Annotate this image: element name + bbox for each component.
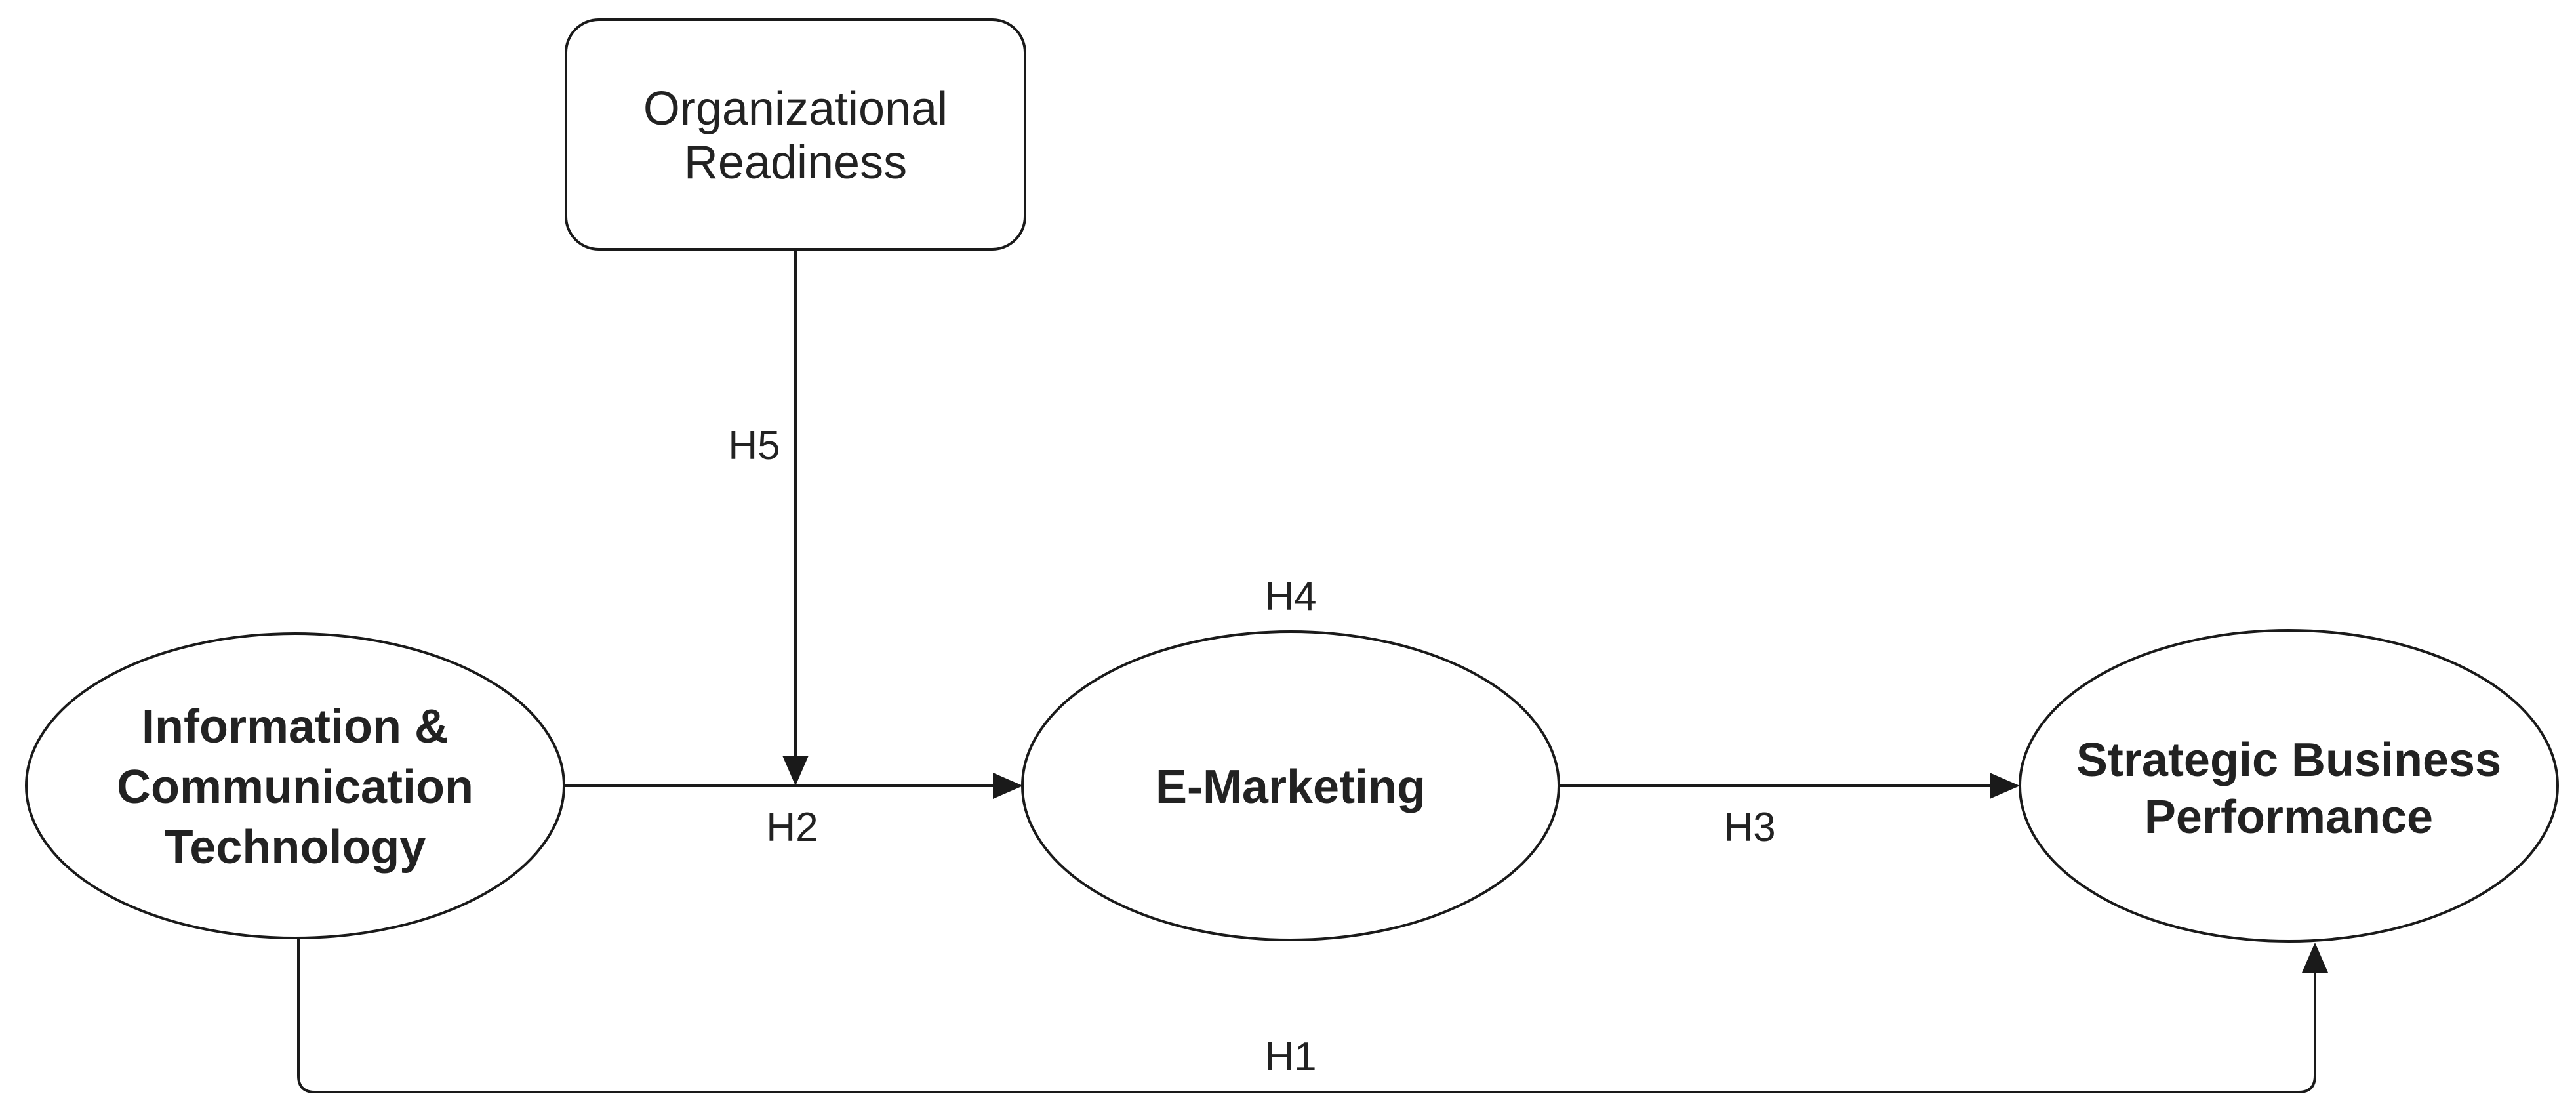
ict-label-line2: Communication <box>117 761 473 813</box>
edge-h2 <box>564 773 1023 799</box>
strategic-business-performance-ellipse <box>2019 629 2559 943</box>
ict-label-line3: Technology <box>165 821 426 874</box>
node-strategic-business-performance: Strategic Business Performance <box>2019 629 2559 943</box>
e-marketing-label: E-Marketing <box>1156 761 1426 813</box>
node-ict: Information & Communication Technology <box>25 632 565 939</box>
organizational-readiness-label-line1: Organizational <box>643 83 948 135</box>
edge-h5-arrowhead <box>782 756 809 786</box>
strategic-business-performance-label-line1: Strategic Business <box>2076 734 2501 786</box>
ict-ellipse <box>25 632 565 939</box>
edge-label-h4: H4 <box>1264 574 1316 619</box>
edge-h5 <box>782 249 809 786</box>
edge-h1-line <box>297 938 2316 1093</box>
edge-h3-arrowhead <box>1990 773 2020 799</box>
node-organizational-readiness: Organizational Readiness <box>565 18 1026 251</box>
organizational-readiness-box <box>565 18 1026 251</box>
e-marketing-ellipse <box>1021 630 1560 941</box>
ict-label-line1: Information & <box>142 701 449 753</box>
edge-label-h2: H2 <box>766 805 818 850</box>
edge-label-h3: H3 <box>1723 805 1775 850</box>
edge-h2-arrowhead <box>993 773 1023 799</box>
edge-h3 <box>1559 773 2020 799</box>
organizational-readiness-label-line2: Readiness <box>684 136 907 189</box>
edge-label-h1: H1 <box>1264 1034 1316 1080</box>
node-e-marketing: E-Marketing <box>1021 630 1560 941</box>
edge-label-h5: H5 <box>728 423 780 468</box>
edge-h1-arrowhead <box>2302 943 2328 973</box>
strategic-business-performance-label-line2: Performance <box>2144 791 2433 844</box>
edge-h1 <box>297 938 2328 1093</box>
